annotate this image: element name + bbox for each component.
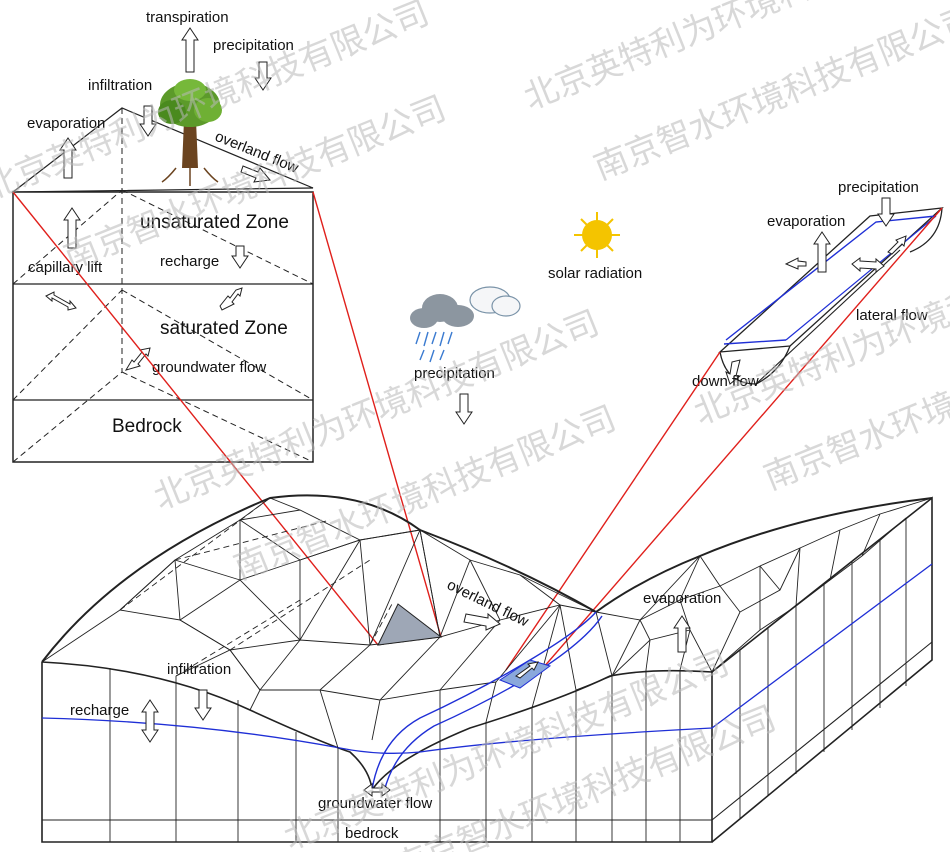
overland-flow-arrow-icon — [240, 165, 271, 183]
capillary-lift-label: capillary lift — [28, 259, 103, 276]
saturated-zone-label: saturated Zone — [160, 318, 288, 339]
channel-precipitation-arrow-icon — [877, 197, 895, 227]
unsaturated-zone-label: unsaturated Zone — [140, 212, 289, 233]
bedrock-label: Bedrock — [112, 416, 182, 437]
terrain-bedrock-label: bedrock — [345, 825, 399, 842]
channel-precipitation-label: precipitation — [838, 179, 919, 196]
capillary-lift-arrow-icon — [63, 207, 81, 249]
terrain-evaporation-arrow-icon — [673, 615, 691, 653]
channel-lateral-flow-arrow-icon — [851, 257, 885, 273]
terrain-block: overland flow evaporation infiltration r… — [41, 494, 933, 843]
watermark-text: 南京智水环境科技有限公司 — [588, 0, 950, 188]
channel-flow-arrow-icon — [887, 235, 907, 255]
callout-lines — [12, 191, 943, 671]
groundwater-arrow-icon — [124, 347, 151, 371]
terrain-recharge-arrow-icon — [141, 699, 159, 743]
evaporation-label: evaporation — [27, 115, 105, 132]
channel-down-flow-label: down flow — [692, 373, 759, 390]
channel-flow-arrow-2-icon — [784, 257, 807, 270]
atmosphere-precipitation-arrow-icon — [455, 393, 473, 425]
terrain-overland-flow-arrow-icon — [463, 612, 501, 631]
channel-inset — [718, 197, 944, 385]
lateral-arrow-left-icon — [45, 291, 77, 311]
solar-radiation-label: solar radiation — [548, 265, 642, 282]
infiltration-label: infiltration — [88, 77, 152, 94]
channel-evaporation-label: evaporation — [767, 213, 845, 230]
tree-icon — [158, 79, 222, 186]
terrain-evaporation-label: evaporation — [643, 590, 721, 607]
groundwater-flow-label: groundwater flow — [152, 359, 266, 376]
atmosphere-precipitation-label: precipitation — [414, 365, 495, 382]
recharge-arrow-icon — [231, 245, 249, 269]
terrain-groundwater-flow-label: groundwater flow — [318, 795, 432, 812]
terrain-recharge-label: recharge — [70, 702, 129, 719]
precipitation-arrow-icon — [254, 61, 272, 91]
soil-inset-arrows — [45, 27, 272, 371]
channel-down-flow-arrow-icon — [725, 359, 742, 385]
channel-lateral-flow-label: lateral flow — [856, 307, 928, 324]
recharge-label: recharge — [160, 253, 219, 270]
transpiration-label: transpiration — [146, 9, 229, 26]
highlighted-grid-element — [377, 603, 443, 646]
channel-evaporation-arrow-icon — [813, 231, 831, 273]
sun-icon — [574, 212, 620, 258]
cloud-icon — [410, 286, 521, 363]
evaporation-arrow-icon — [59, 137, 77, 179]
terrain-infiltration-label: infiltration — [167, 661, 231, 678]
soil-column-box — [12, 191, 314, 463]
precipitation-label: precipitation — [213, 37, 294, 54]
soil-inset-labels: transpiration precipitation infiltration… — [27, 9, 301, 437]
infiltration-arrow-icon — [139, 105, 157, 137]
river-flow-arrow-icon — [515, 661, 539, 679]
transpiration-arrow-icon — [181, 27, 199, 73]
terrain-infiltration-arrow-icon — [194, 689, 212, 721]
terrain-groundwater-arrow-icon — [363, 783, 391, 797]
lateral-arrow-right-icon — [219, 287, 243, 311]
